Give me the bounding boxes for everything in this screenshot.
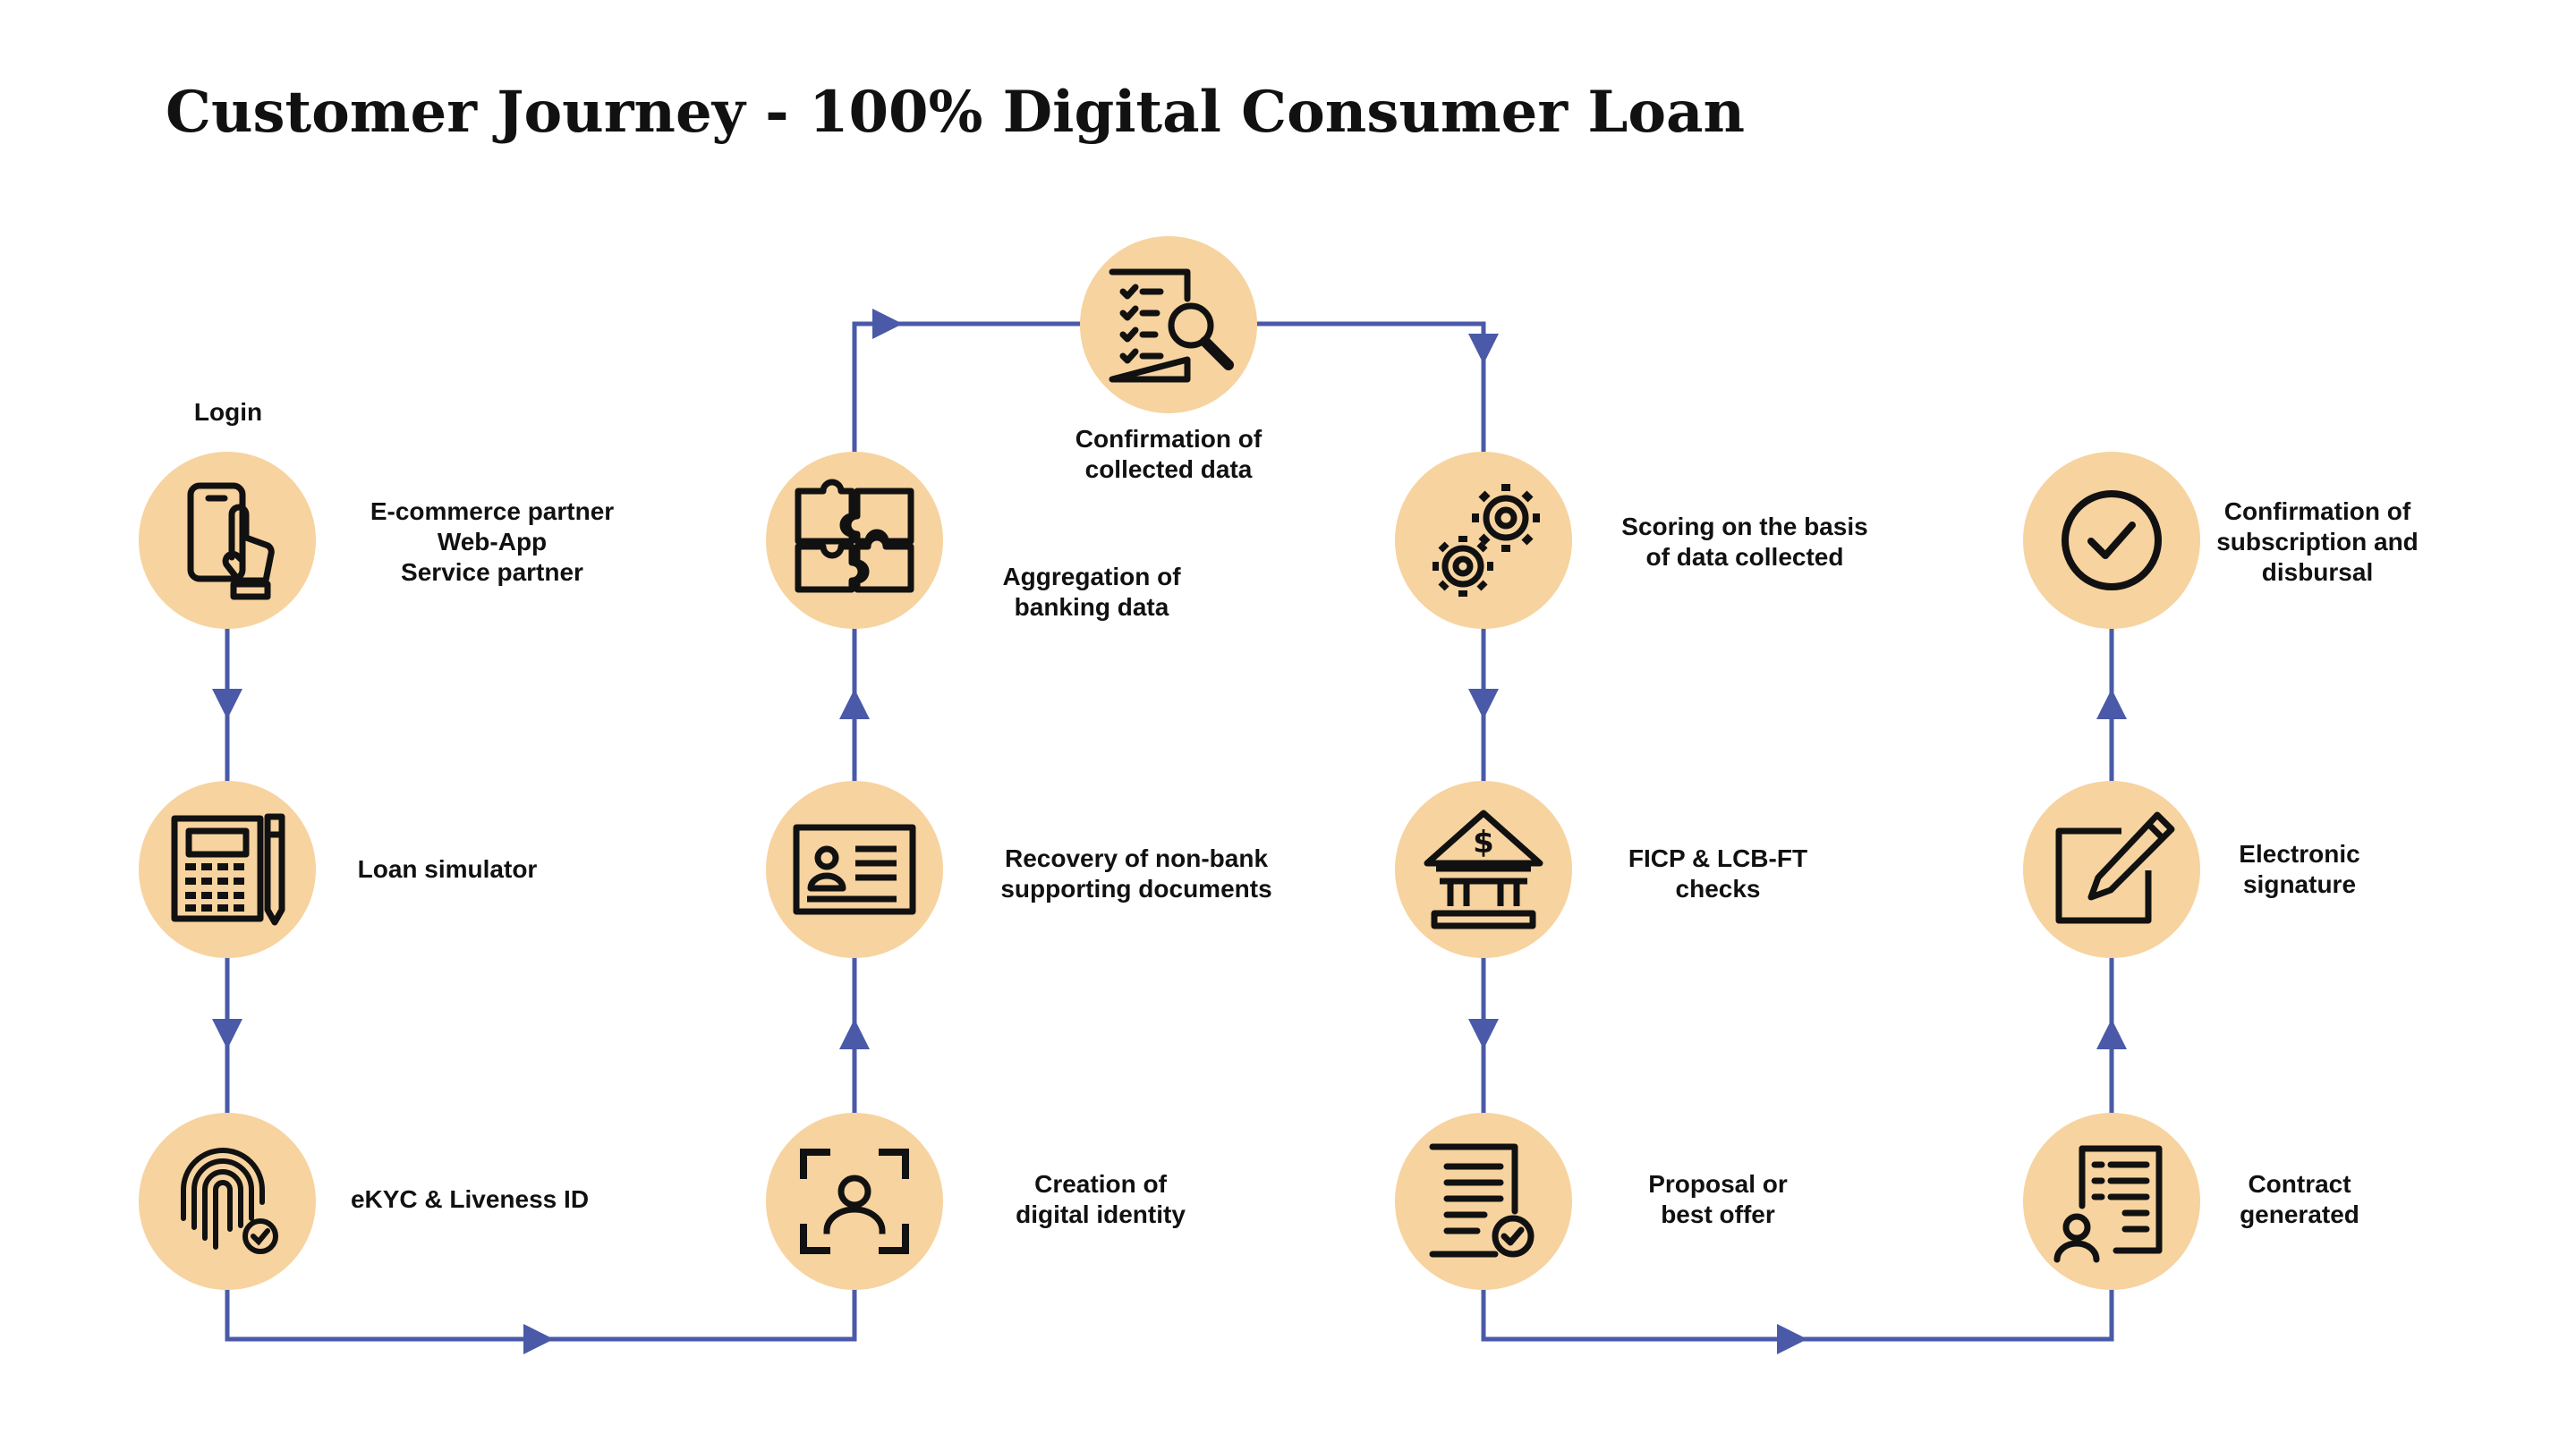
arrow-head-3 [523,1324,554,1354]
connector-arrows [212,309,2127,1354]
step-label-banking-data: Aggregation of banking data [1002,563,1181,621]
document-check-icon [1395,1113,1572,1290]
arrow-head-9 [1468,1019,1499,1049]
step-label-digital-identity: Creation of digital identity [1016,1170,1186,1228]
id-card-icon [766,781,943,958]
step-label-scoring: Scoring on the basis of data collected [1621,513,1868,571]
node-ficp: $ [1395,781,1572,958]
contract-icon [2023,1113,2200,1290]
step-label-signature: Electronic signature [2239,840,2360,898]
step-label-proposal: Proposal or best offer [1648,1170,1788,1228]
phone-touch-icon [139,452,316,629]
step-label-confirm-data: Confirmation of collected data [1075,425,1262,483]
fingerprint-check-icon [139,1113,316,1290]
step-label-non-bank-docs: Recovery of non-bank supporting document… [1000,844,1272,903]
arrow-head-7 [1468,334,1499,364]
step-header-login: Login [193,398,263,426]
check-circle-icon [2023,452,2200,629]
arrow-head-5 [839,689,870,719]
step-label-ekyc: eKYC & Liveness ID [350,1185,590,1213]
arrow-head-8 [1468,689,1499,719]
step-label-login: E-commerce partner Web-App Service partn… [370,497,615,586]
calculator-icon [139,781,316,958]
step-label-disbursal: Confirmation of subscription and disburs… [2216,497,2419,586]
node-banking-data [766,452,943,629]
node-digital-identity [766,1113,943,1290]
checklist-search-icon [1080,236,1257,413]
step-label-loan-simulator: Loan simulator [357,855,538,883]
arrow-head-11 [2096,1019,2127,1049]
node-non-bank-docs [766,781,943,958]
face-scan-icon [766,1113,943,1290]
pen-sign-icon [2023,781,2200,958]
arrow-head-10 [1777,1324,1807,1354]
puzzle-icon [766,452,943,629]
arrow-head-12 [2096,689,2127,719]
bank-icon: $ [1395,781,1572,958]
node-contract [2023,1113,2200,1290]
connector-col1 [225,622,857,1342]
node-confirm-data [1080,236,1257,413]
arrow-head-6 [872,309,903,339]
node-login [139,452,316,629]
node-scoring [1395,452,1572,629]
step-label-contract: Contract generated [2240,1170,2359,1228]
arrow-head-4 [839,1019,870,1049]
arrow-head-1 [212,689,242,719]
node-loan-simulator [139,781,316,958]
svg-text:$: $ [1473,825,1494,861]
node-signature [2023,781,2200,958]
node-ekyc [139,1113,316,1290]
page-title: Customer Journey - 100% Digital Consumer… [166,79,1745,146]
node-disbursal [2023,452,2200,629]
node-proposal [1395,1113,1572,1290]
arrow-head-2 [212,1019,242,1049]
step-label-ficp: FICP & LCB-FT checks [1628,844,1808,903]
gears-icon [1395,452,1572,629]
